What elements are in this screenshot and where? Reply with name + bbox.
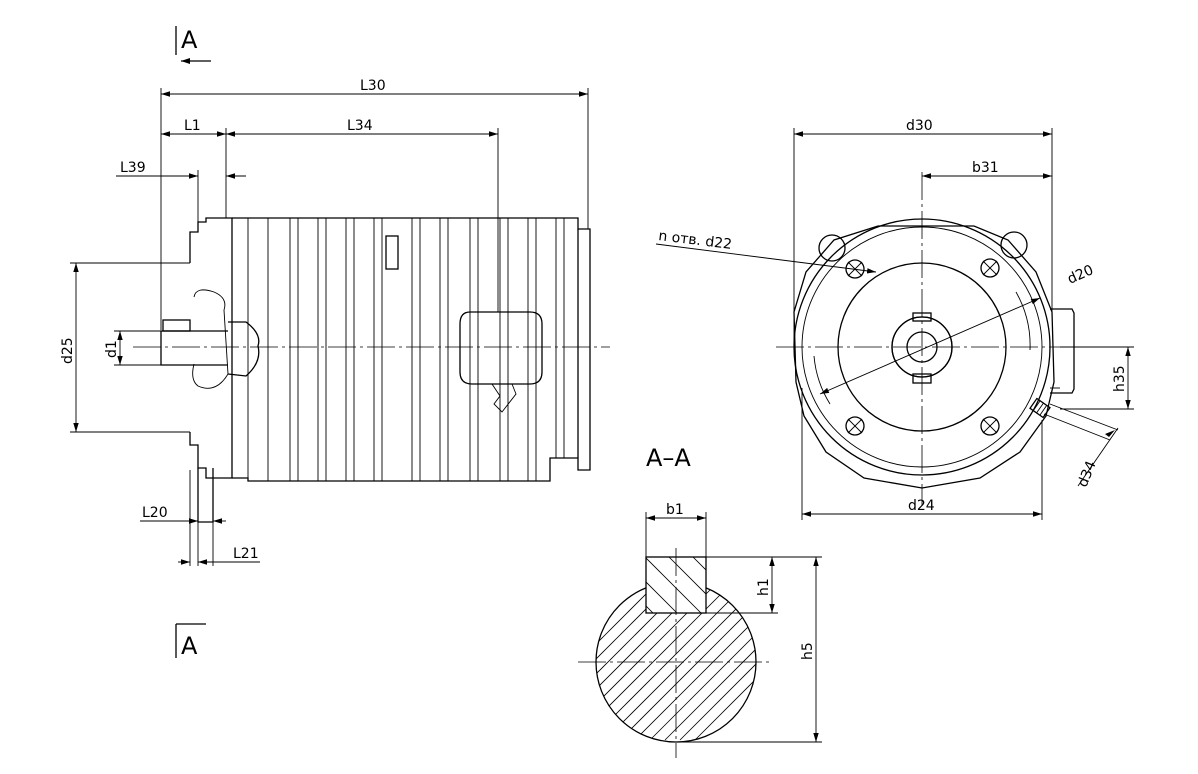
dim-L1: L1	[184, 118, 201, 134]
front-frame-outline	[793, 225, 1055, 489]
bolt-holes	[845, 258, 1000, 436]
flange-plate	[197, 468, 214, 523]
dim-L30: L30	[360, 78, 386, 94]
side-dimensions: L30 L1 L34 L39 d25 d1 L20 L21	[60, 78, 589, 566]
cable-gland	[1029, 397, 1051, 419]
side-view	[133, 217, 610, 523]
bearing-shield	[189, 217, 233, 479]
dim-h1: h1	[756, 578, 772, 596]
terminal-box	[459, 311, 543, 385]
dim-d1: d1	[104, 340, 120, 358]
cooling-fins	[247, 218, 565, 481]
nameplate-slot	[385, 235, 399, 270]
dim-L20: L20	[142, 505, 168, 521]
section-letter-bottom: A	[181, 632, 198, 660]
flange-inner-ring	[801, 226, 1043, 468]
dim-d25: d25	[60, 337, 76, 364]
dim-h5: h5	[800, 642, 816, 660]
breakout-line	[192, 289, 229, 389]
dim-d24: d24	[908, 498, 935, 514]
dim-d30: d30	[906, 118, 933, 134]
front-dimensions: d30 b31 n отв. d22 d20 h35 d34 d24	[655, 118, 1134, 520]
section-marker-top: A	[175, 26, 211, 64]
section-A-A: A–A	[578, 444, 822, 758]
dim-d20: d20	[1065, 262, 1096, 287]
front-view	[776, 172, 1075, 505]
lifting-lug-right	[1000, 231, 1028, 259]
terminal-box-side	[1050, 308, 1075, 394]
dim-L39: L39	[120, 160, 146, 176]
dim-L21: L21	[233, 546, 259, 562]
section-title: A–A	[646, 444, 691, 472]
shaft-shoulder	[227, 321, 260, 377]
shaft	[160, 330, 228, 366]
section-letter-top: A	[181, 26, 198, 54]
section-marker-bottom: A	[175, 623, 206, 660]
dim-h35: h35	[1112, 365, 1128, 392]
shaft-key	[162, 319, 191, 332]
dim-L34: L34	[347, 118, 373, 134]
dim-b1: b1	[666, 502, 684, 518]
dim-d34: d34	[1075, 459, 1100, 490]
flange-outer	[793, 218, 1051, 476]
lifting-lug-left	[818, 234, 846, 262]
dim-b31: b31	[972, 160, 999, 176]
